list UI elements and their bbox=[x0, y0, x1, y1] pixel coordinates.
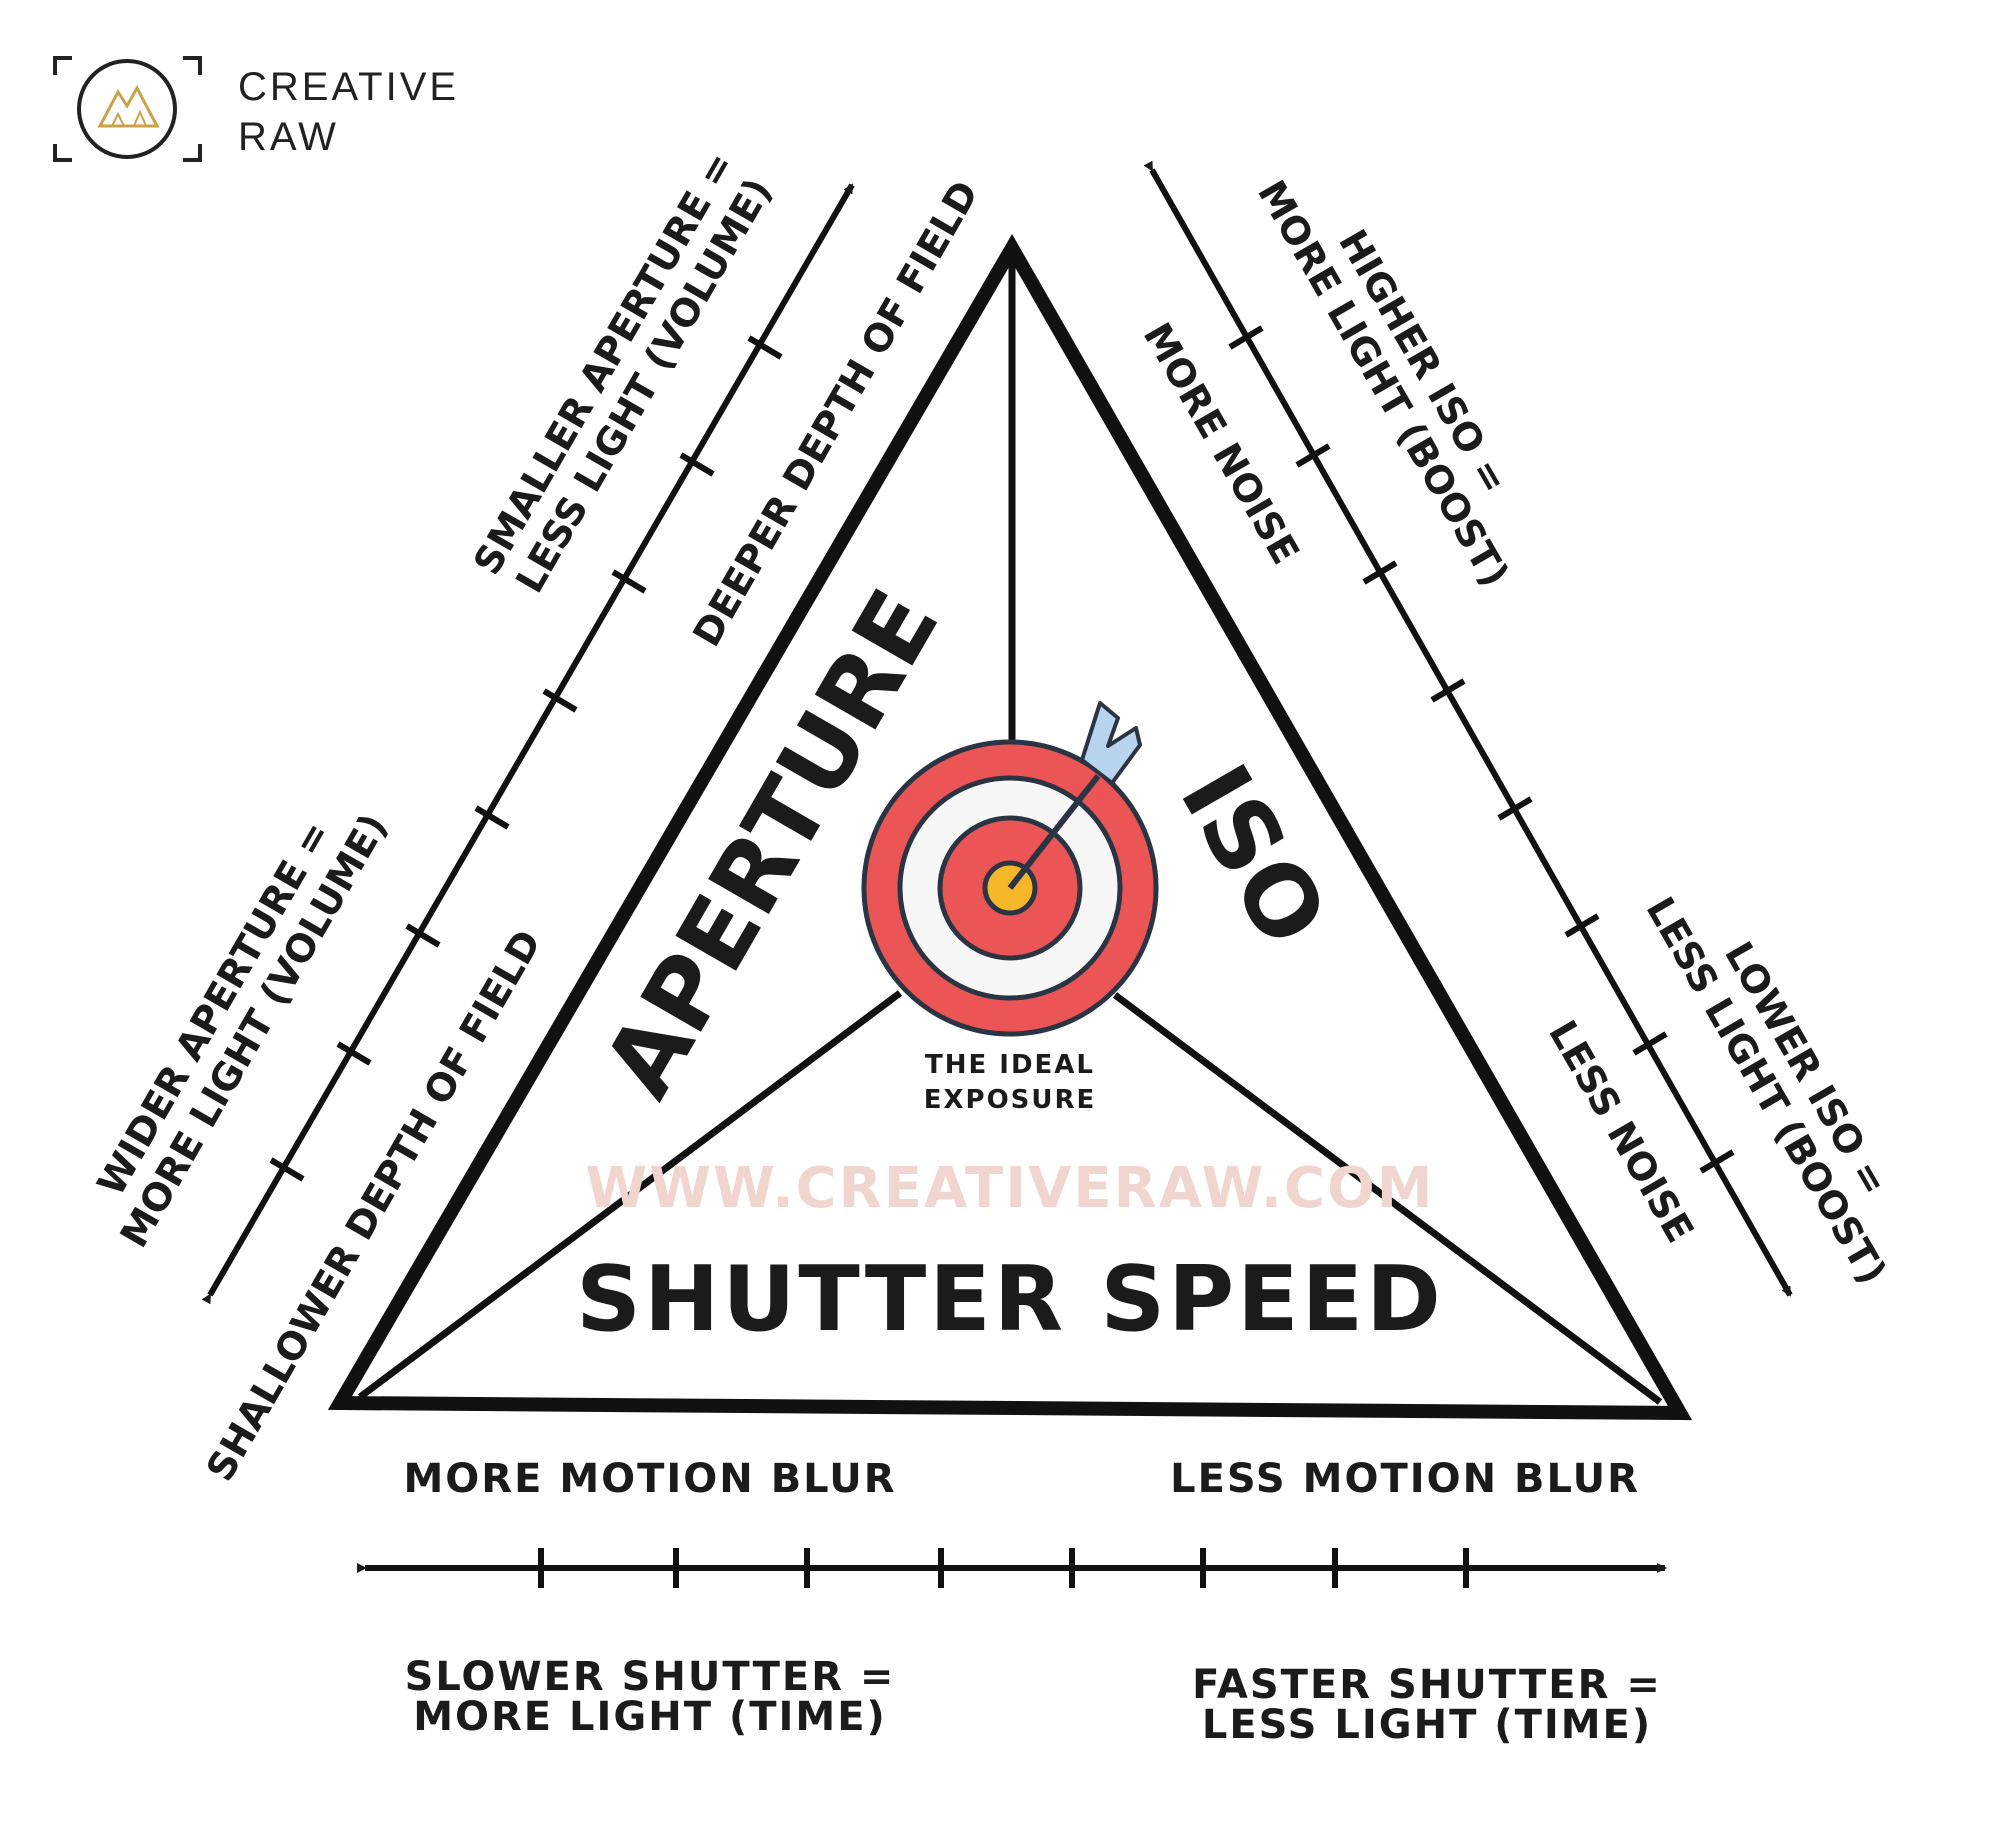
faster-shutter-line-1: FASTER SHUTTER = bbox=[1192, 1662, 1662, 1708]
watermark: WWW.CREATIVERAW.COM bbox=[586, 1156, 1435, 1221]
aperture-axis bbox=[201, 183, 855, 1305]
wider-aperture-line-1: WIDER APERTURE = bbox=[89, 814, 339, 1203]
wider-aperture-line-2: MORE LIGHT (VOLUME) bbox=[112, 806, 396, 1254]
camera-frame-mountain-icon bbox=[53, 56, 202, 162]
logo-line-1: CREATIVE bbox=[238, 65, 459, 109]
target-arrow-icon bbox=[861, 701, 1159, 1037]
more-noise-label: MORE NOISE bbox=[1135, 316, 1308, 572]
less-motion-blur-label: LESS MOTION BLUR bbox=[1170, 1456, 1640, 1502]
iso-axis bbox=[1143, 160, 1793, 1297]
shutter-speed-label: SHUTTER SPEED bbox=[576, 1247, 1444, 1352]
more-motion-blur-label: MORE MOTION BLUR bbox=[403, 1456, 896, 1502]
faster-shutter-line-2: LESS LIGHT (TIME) bbox=[1202, 1702, 1652, 1748]
ideal-exposure-label-line-1: THE IDEAL bbox=[925, 1050, 1095, 1080]
smaller-aperture-line-1: SMALLER APERTURE = bbox=[465, 145, 743, 582]
ideal-exposure-label-line-2: EXPOSURE bbox=[924, 1085, 1097, 1115]
slower-shutter-line-1: SLOWER SHUTTER = bbox=[405, 1654, 896, 1700]
slower-shutter-line-2: MORE LIGHT (TIME) bbox=[413, 1694, 887, 1740]
logo: CREATIVE RAW bbox=[53, 56, 459, 162]
logo-line-2: RAW bbox=[238, 115, 339, 159]
shutter-axis bbox=[357, 1548, 1667, 1588]
